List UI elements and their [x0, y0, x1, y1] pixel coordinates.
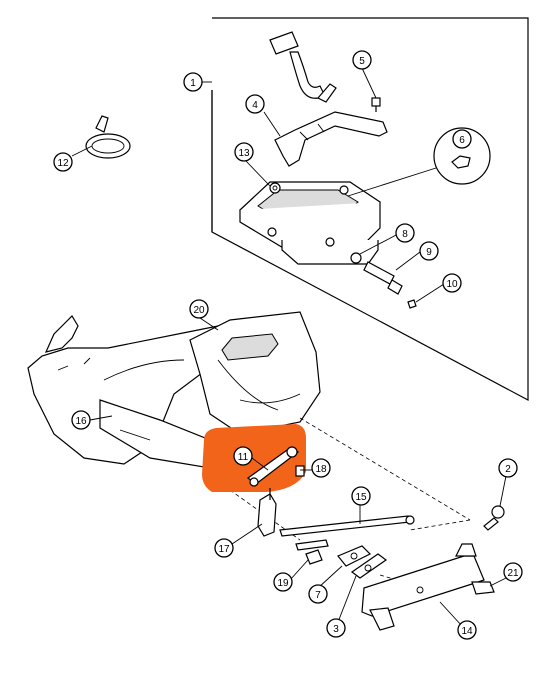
callout-17: 17: [214, 538, 234, 558]
rod-part-15: [279, 515, 415, 551]
svg-text:1: 1: [190, 78, 196, 89]
svg-text:6: 6: [459, 135, 465, 146]
svg-text:10: 10: [446, 279, 458, 290]
callout-18: 18: [311, 458, 331, 478]
svg-text:15: 15: [355, 492, 367, 503]
callout-2: 2: [498, 458, 518, 478]
svg-text:18: 18: [315, 464, 327, 475]
leader-lines: [71, 67, 507, 627]
callout-13: 13: [234, 142, 254, 162]
callout-6: 6: [452, 129, 472, 149]
callout-19: 19: [273, 572, 293, 592]
detail-inset-box: [211, 17, 529, 401]
callout-8: 8: [395, 223, 415, 243]
svg-text:21: 21: [507, 568, 519, 579]
detail-circle-part-6: [347, 127, 491, 197]
svg-text:17: 17: [218, 544, 230, 555]
callout-14: 14: [457, 620, 477, 640]
selector-rod-9: [350, 252, 417, 309]
svg-text:16: 16: [75, 416, 87, 427]
svg-text:3: 3: [333, 624, 339, 635]
nut-part-13: [269, 182, 281, 194]
bracket-plate-7: [337, 545, 372, 567]
shift-cover-plate: [189, 311, 321, 435]
callout-16: 16: [71, 410, 91, 430]
svg-text:13: 13: [238, 148, 250, 159]
bolt-part-19: [305, 549, 323, 565]
bolt-part-18: [295, 465, 305, 477]
svg-text:11: 11: [238, 452, 249, 463]
svg-text:14: 14: [461, 626, 473, 637]
shifter-bracket: [274, 111, 388, 167]
clamp-part-12: [85, 115, 131, 159]
callout-11: 11: [233, 446, 253, 466]
svg-text:12: 12: [57, 158, 69, 169]
callout-1: 1: [183, 72, 203, 92]
crossmember-bracket-14: [361, 543, 495, 631]
callout-9: 9: [419, 241, 439, 261]
callout-12: 12: [53, 152, 73, 172]
svg-text:19: 19: [277, 578, 289, 589]
callout-3: 3: [326, 618, 346, 638]
svg-text:2: 2: [505, 464, 511, 475]
bracket-part-17: [257, 488, 277, 537]
svg-text:9: 9: [426, 247, 432, 258]
callout-7: 7: [308, 584, 328, 604]
svg-text:8: 8: [402, 229, 408, 240]
callout-5: 5: [352, 50, 372, 70]
shifter-housing: [239, 181, 381, 265]
callout-21: 21: [503, 562, 523, 582]
highlight-part-11: [202, 424, 306, 492]
svg-text:4: 4: [252, 100, 258, 111]
callout-15: 15: [351, 486, 371, 506]
svg-text:20: 20: [193, 305, 205, 316]
shift-lever: [269, 31, 337, 103]
svg-text:7: 7: [315, 590, 321, 601]
bolt-part-2: [483, 505, 505, 531]
bolt-part-5: [371, 97, 381, 112]
svg-text:5: 5: [359, 56, 365, 67]
callout-10: 10: [442, 273, 462, 293]
callout-4: 4: [245, 94, 265, 114]
callout-20: 20: [189, 299, 209, 319]
bracket-plate-3: [350, 553, 388, 579]
